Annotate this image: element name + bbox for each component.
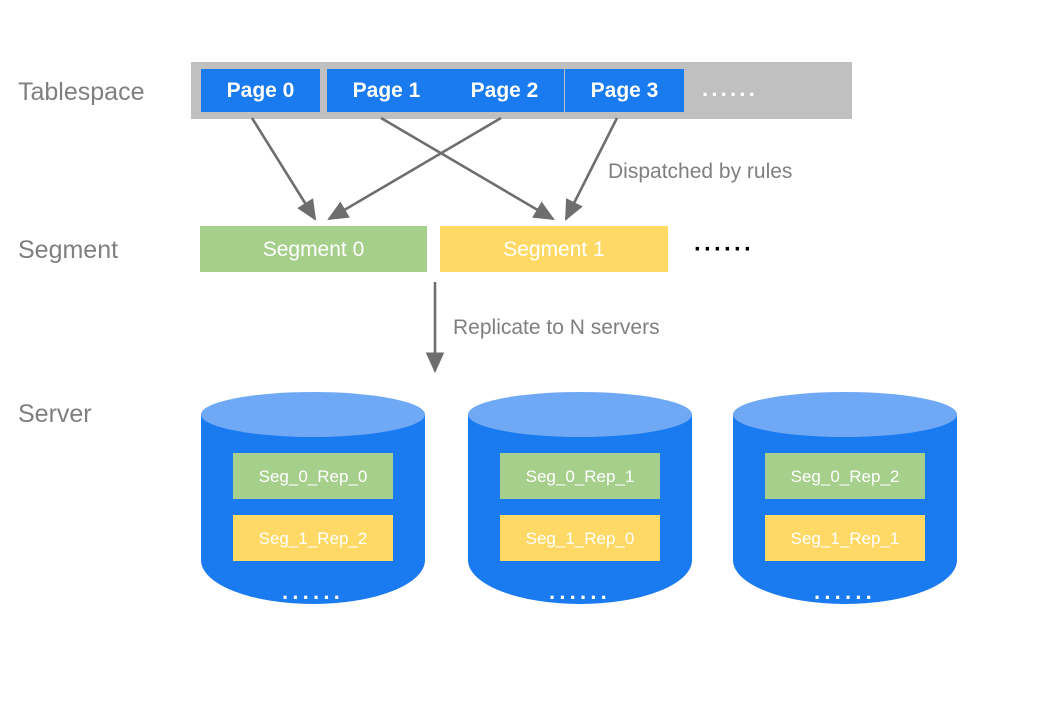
row-label-tablespace: Tablespace — [18, 78, 145, 106]
page-box-1[interactable]: Page 1 — [327, 69, 446, 112]
server-cylinder-2[interactable]: Seg_0_Rep_2 Seg_1_Rep_1 ······ — [733, 392, 957, 626]
replica-box-seg0[interactable]: Seg_0_Rep_0 — [233, 453, 393, 499]
segment-box-1[interactable]: Segment 1 — [440, 226, 668, 272]
server-cylinder-0[interactable]: Seg_0_Rep_0 Seg_1_Rep_2 ······ — [201, 392, 425, 626]
page-box-0[interactable]: Page 0 — [201, 69, 320, 112]
server-ellipsis: ······ — [814, 585, 876, 610]
row-label-server: Server — [18, 400, 92, 428]
arrow-page0-to-segment0 — [250, 117, 317, 221]
cylinder-top-icon — [201, 392, 425, 437]
cylinder-body-icon — [733, 414, 957, 604]
server-ellipsis: ······ — [282, 585, 344, 610]
cylinder-top-icon — [468, 392, 692, 437]
row-label-segment: Segment — [18, 236, 119, 264]
cylinder-body-icon — [201, 414, 425, 604]
replica-box-seg1[interactable]: Seg_1_Rep_2 — [233, 515, 393, 561]
caption-replicate-to-n-servers: Replicate to N servers — [453, 316, 660, 339]
server-ellipsis: ······ — [549, 585, 611, 610]
page-box-3[interactable]: Page 3 — [565, 69, 684, 112]
replica-box-seg0[interactable]: Seg_0_Rep_1 — [500, 453, 660, 499]
segment-ellipsis: ······ — [694, 236, 754, 263]
segment-box-0[interactable]: Segment 0 — [200, 226, 427, 272]
cylinder-body-icon — [468, 414, 692, 604]
server-cylinder-1[interactable]: Seg_0_Rep_1 Seg_1_Rep_0 ······ — [468, 392, 692, 626]
arrow-page2-to-segment0 — [327, 116, 502, 221]
page-box-2[interactable]: Page 2 — [445, 69, 564, 112]
tablespace-ellipsis: ······ — [702, 82, 758, 107]
cylinder-top-icon — [733, 392, 957, 437]
replica-box-seg1[interactable]: Seg_1_Rep_1 — [765, 515, 925, 561]
replica-box-seg1[interactable]: Seg_1_Rep_0 — [500, 515, 660, 561]
arrow-page1-to-segment1 — [380, 116, 555, 221]
replica-box-seg0[interactable]: Seg_0_Rep_2 — [765, 453, 925, 499]
caption-dispatched-by-rules: Dispatched by rules — [608, 160, 793, 183]
